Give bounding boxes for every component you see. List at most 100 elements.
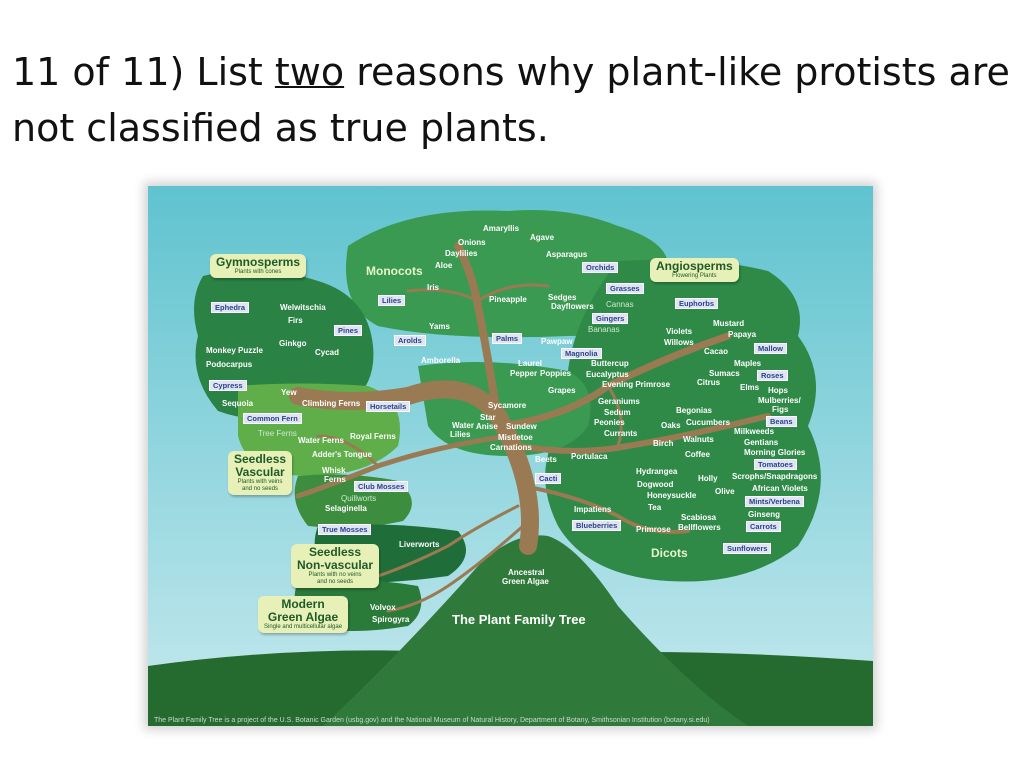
gymnosperms-subtitle: Plants with cones: [234, 269, 282, 275]
label-sedges: Sedges: [548, 293, 577, 302]
seedless-nonvascular-title-1: Seedless: [308, 545, 362, 559]
seedless-nonvascular-title-2: Non-vascular: [297, 558, 374, 572]
label-whisk: Whisk: [322, 466, 346, 475]
label-poppies: Poppies: [540, 369, 572, 378]
label-pineapple: Pineapple: [489, 295, 527, 304]
tag-horsetails: Horsetails: [366, 401, 411, 412]
tag-carrots: Carrots: [746, 521, 781, 532]
label-beets: Beets: [535, 455, 557, 464]
tag-true-mosses: True Mosses: [318, 524, 372, 535]
label-willows: Willows: [664, 338, 694, 347]
question-suffix: reasons why plant-like protists are not …: [12, 50, 1010, 150]
plant-family-tree-figure: Gymnosperms Plants with cones Angiosperm…: [148, 186, 873, 726]
tag-euphorbs: Euphorbs: [675, 298, 718, 309]
label-welwitschia: Welwitschia: [280, 303, 326, 312]
label-ginseng: Ginseng: [748, 510, 781, 519]
angiosperms-subtitle: Flowering Plants: [672, 273, 717, 279]
label-scabiosa: Scabiosa: [681, 513, 717, 522]
tag-grasses: Grasses: [606, 283, 644, 294]
label-selaginella: Selaginella: [325, 504, 367, 513]
label-aloe: Aloe: [435, 261, 453, 270]
label-amaryllis: Amaryllis: [483, 224, 520, 233]
tag-palms: Palms: [492, 333, 523, 344]
label-mustard: Mustard: [713, 319, 745, 328]
label-ginkgo: Ginkgo: [279, 339, 307, 348]
label-figs: Figs: [772, 405, 789, 414]
question-emphasis: two: [274, 50, 345, 94]
label-cacao: Cacao: [704, 347, 729, 356]
label-onions: Onions: [458, 238, 486, 247]
tag-roses: Roses: [757, 370, 788, 381]
label-anise: Anise: [476, 422, 498, 431]
label-pepper: Pepper: [510, 369, 538, 378]
label-elms: Elms: [740, 383, 760, 392]
label-quillworts: Quillworts: [341, 494, 377, 503]
label-tree-ferns: Tree Ferns: [258, 429, 297, 438]
label-hydrangea: Hydrangea: [636, 467, 678, 476]
seedless-nonvascular-box: Seedless Non-vascular Plants with no vei…: [291, 544, 380, 588]
label-evening-primrose: Evening Primrose: [602, 380, 671, 389]
label-honeysuckle: Honeysuckle: [647, 491, 697, 500]
green-algae-title-1: Modern: [281, 597, 325, 611]
label-citrus: Citrus: [697, 378, 721, 387]
label-bellflowers: Bellflowers: [678, 523, 721, 532]
seedless-nonvascular-sub-1: Plants with no veins: [308, 572, 362, 578]
label-buttercup: Buttercup: [591, 359, 629, 368]
label-impatiens: Impatiens: [574, 505, 612, 514]
label-whisk-ferns: Ferns: [324, 475, 346, 484]
label-daylilies: Daylilies: [445, 249, 478, 258]
label-olive: Olive: [715, 487, 735, 496]
tag-cypress: Cypress: [209, 380, 247, 391]
label-geraniums: Geraniums: [598, 397, 640, 406]
label-dayflowers: Dayflowers: [551, 302, 594, 311]
green-algae-box: Modern Green Algae Single and multicellu…: [258, 596, 349, 633]
label-walnuts: Walnuts: [683, 435, 714, 444]
label-sedum: Sedum: [604, 408, 631, 417]
tag-common-fern: Common Fern: [243, 413, 302, 424]
front-hill: [323, 535, 748, 726]
label-currants: Currants: [604, 429, 638, 438]
label-volvox: Volvox: [370, 603, 396, 612]
label-sundew: Sundew: [506, 422, 537, 431]
root-label-2: Green Algae: [502, 577, 549, 586]
dicots-label: Dicots: [651, 546, 688, 560]
label-primrose: Primrose: [636, 525, 671, 534]
label-cucumbers: Cucumbers: [686, 418, 731, 427]
label-sumacs: Sumacs: [709, 369, 740, 378]
label-lilies: Lilies: [450, 430, 471, 439]
label-water: Water: [452, 421, 474, 430]
seedless-vascular-title-1: Seedless: [234, 452, 287, 466]
question-prefix: 11 of 11) List: [12, 50, 275, 94]
label-adders-tongue: Adder's Tongue: [312, 450, 372, 459]
label-carnations: Carnations: [490, 443, 532, 452]
tag-cacti: Cacti: [535, 473, 562, 484]
tag-club-mosses: Club Mosses: [354, 481, 409, 492]
label-pawpaw: Pawpaw: [541, 337, 573, 346]
label-scrophs: Scrophs/Snapdragons: [732, 472, 818, 481]
label-birch: Birch: [653, 439, 674, 448]
seedless-vascular-box: Seedless Vascular Plants with veins and …: [228, 451, 293, 495]
label-tea: Tea: [648, 503, 662, 512]
root-label-1: Ancestral: [508, 568, 545, 577]
label-begonias: Begonias: [676, 406, 713, 415]
label-firs: Firs: [288, 316, 303, 325]
label-sequoia: Sequoia: [222, 399, 254, 408]
label-hops: Hops: [768, 386, 788, 395]
label-eucalyptus: Eucalyptus: [586, 370, 629, 379]
angiosperms-box: Angiosperms Flowering Plants: [650, 258, 739, 282]
label-yams: Yams: [429, 322, 450, 331]
green-algae-subtitle: Single and multicellular algae: [264, 624, 343, 630]
tree-title: The Plant Family Tree: [452, 612, 586, 627]
label-amborella: Amborella: [421, 356, 461, 365]
label-spirogyra: Spirogyra: [372, 615, 410, 624]
label-bananas: Bananas: [588, 325, 620, 334]
question-title: 11 of 11) List two reasons why plant-lik…: [12, 44, 1012, 156]
label-laurel: Laurel: [518, 359, 543, 368]
label-morning-glories: Morning Glories: [744, 448, 806, 457]
label-mistletoe: Mistletoe: [498, 433, 533, 442]
tag-arolds: Arolds: [394, 335, 426, 346]
tag-sunflowers: Sunflowers: [723, 543, 772, 554]
tag-tomatoes: Tomatoes: [754, 459, 797, 470]
label-coffee: Coffee: [685, 450, 710, 459]
label-cycad: Cycad: [315, 348, 340, 357]
